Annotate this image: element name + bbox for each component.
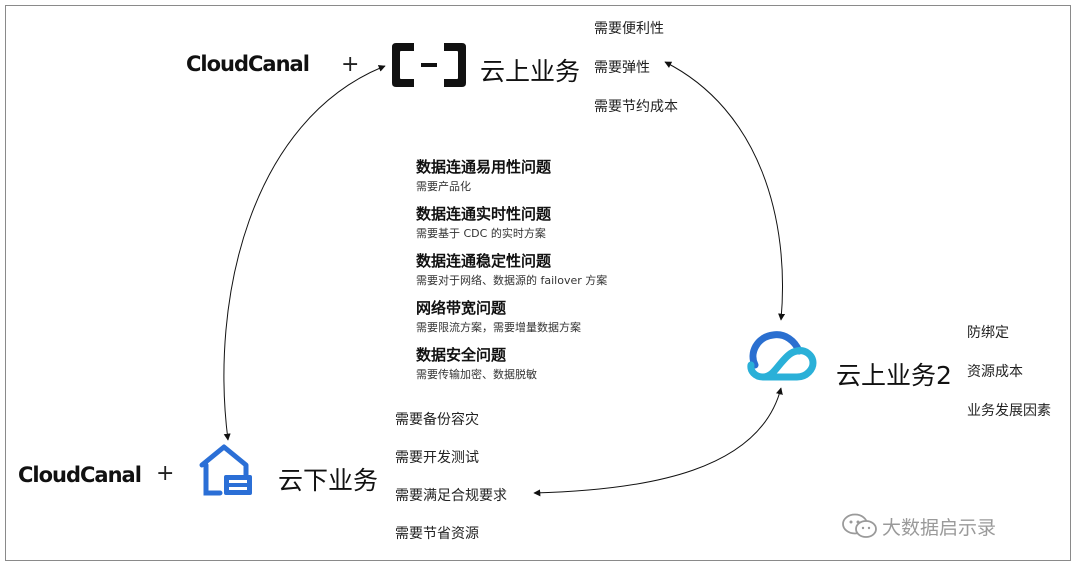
cloud2-note-3: 业务发展因素 [967,403,1051,419]
issue-item: 数据安全问题 需要传输加密、数据脱敏 [416,344,607,382]
issue-title: 数据安全问题 [416,346,507,364]
issue-subtitle: 需要产品化 [416,180,471,193]
bottom-note-3: 需要满足合规要求 [395,488,507,504]
top-note-1: 需要便利性 [594,21,664,37]
issue-subtitle: 需要传输加密、数据脱敏 [416,368,537,381]
arrow-top-to-cloud2 [664,61,786,321]
wechat-icon [840,511,880,545]
cloud-service-1-label: 云上业务 [480,57,581,86]
diagram-frame [5,5,1071,561]
issue-subtitle: 需要基于 CDC 的实时方案 [416,227,546,240]
cloud-service-2-label: 云上业务2 [836,361,952,390]
bottom-note-4: 需要节省资源 [395,526,479,542]
issues-list: 数据连通易用性问题 需要产品化 数据连通实时性问题 需要基于 CDC 的实时方案… [416,156,607,391]
issue-subtitle: 需要限流方案，需要增量数据方案 [416,321,581,334]
top-note-3: 需要节约成本 [594,99,678,115]
cloud2-note-2: 资源成本 [967,364,1023,380]
watermark-text: 大数据启示录 [882,517,997,539]
aliyun-logo-icon [388,41,470,93]
cloud2-note-1: 防绑定 [967,325,1009,341]
issue-title: 数据连通实时性问题 [416,205,552,223]
issue-title: 网络带宽问题 [416,299,507,317]
issue-title: 数据连通稳定性问题 [416,252,552,270]
onprem-service-label: 云下业务 [278,466,379,495]
issue-item: 网络带宽问题 需要限流方案，需要增量数据方案 [416,297,607,335]
arrow-bottom-to-cloud2 [533,387,783,497]
arrow-top-to-bottom [223,65,386,441]
issue-item: 数据连通实时性问题 需要基于 CDC 的实时方案 [416,203,607,241]
cloudcanal-logo-top: CloudCanal [186,52,310,76]
issue-item: 数据连通稳定性问题 需要对于网络、数据源的 failover 方案 [416,250,607,288]
bottom-note-1: 需要备份容灾 [395,412,479,428]
top-note-2: 需要弹性 [594,60,650,76]
plus-sign-bottom: + [156,461,175,486]
cloudcanal-logo-bottom: CloudCanal [18,463,142,487]
issue-item: 数据连通易用性问题 需要产品化 [416,156,607,194]
issue-title: 数据连通易用性问题 [416,158,552,176]
bottom-note-2: 需要开发测试 [395,450,479,466]
tencent-cloud-icon [745,325,817,389]
issue-subtitle: 需要对于网络、数据源的 failover 方案 [416,274,608,287]
house-icon [198,441,256,503]
plus-sign-top: + [341,52,360,77]
